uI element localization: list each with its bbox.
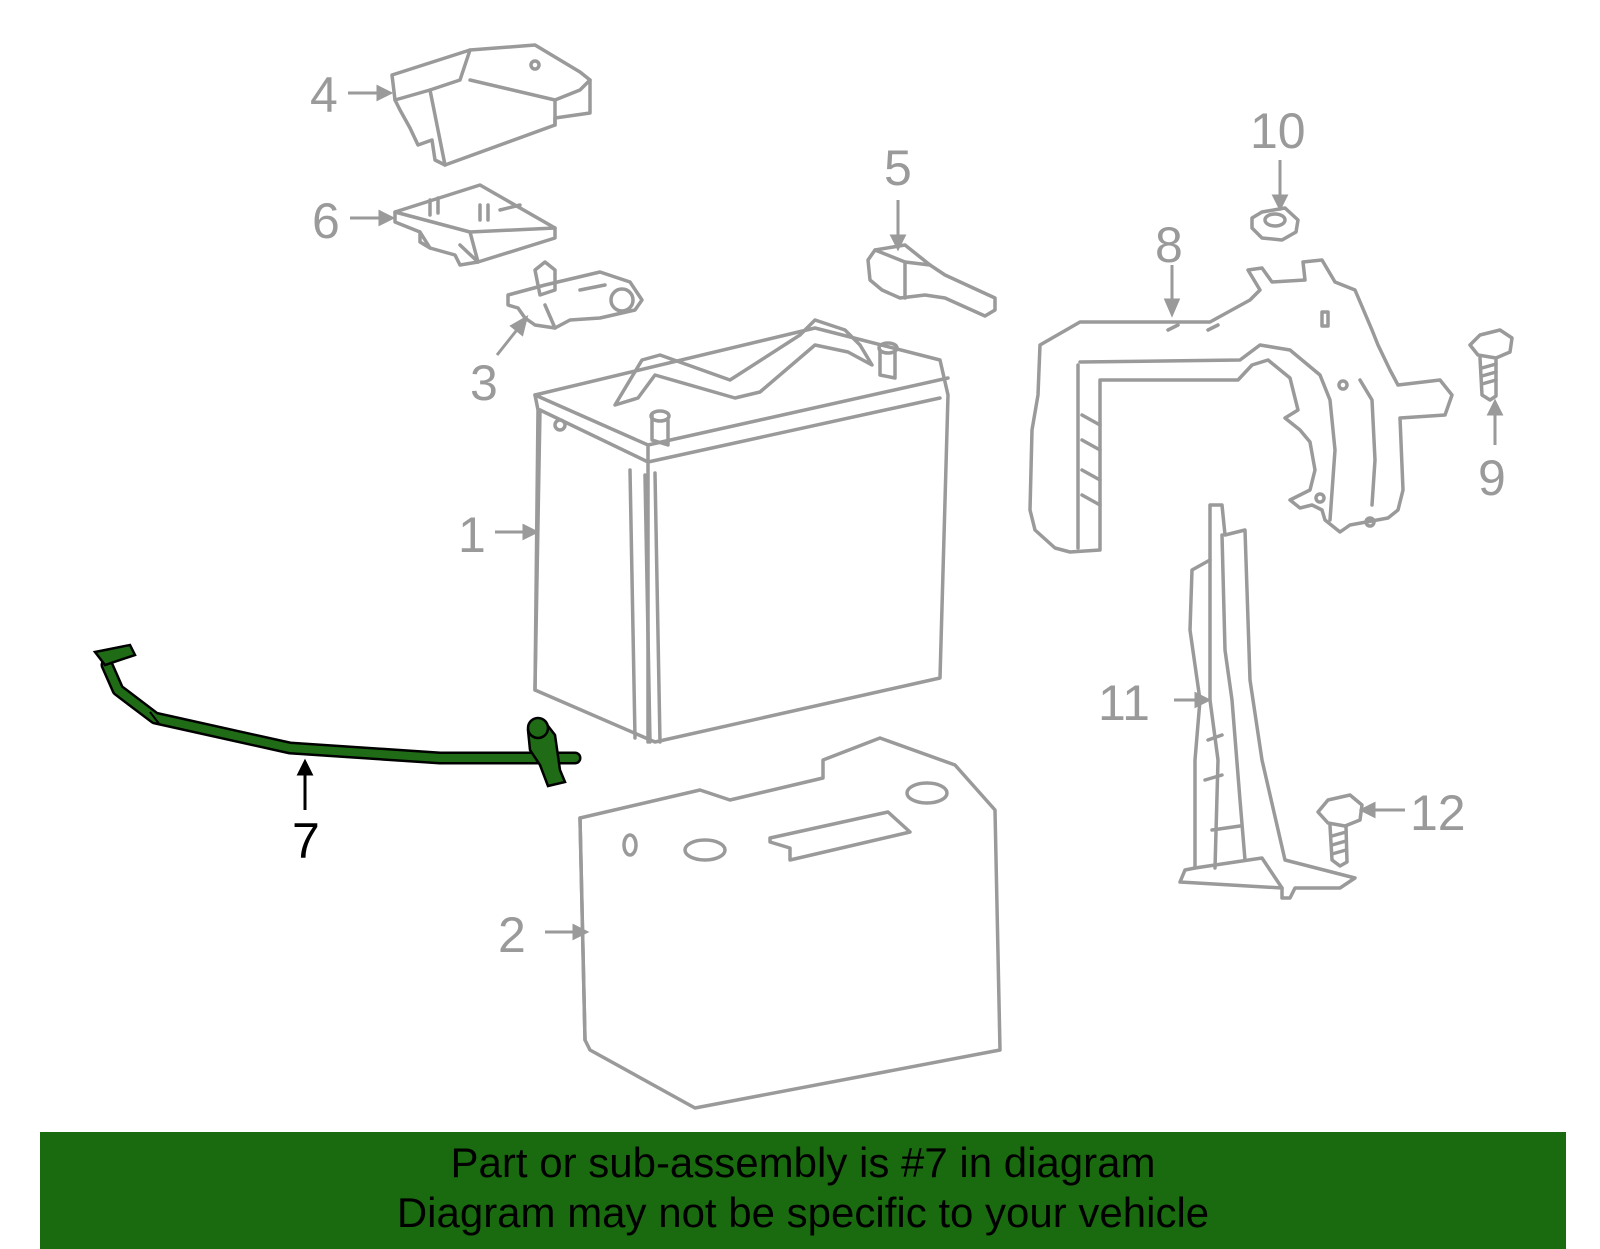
part-9-bolt[interactable] [1468, 328, 1514, 402]
part-1-battery[interactable] [533, 318, 950, 744]
callout-10: 10 [1250, 103, 1306, 159]
leader-lines [348, 84, 1504, 941]
part-5-terminal[interactable] [866, 243, 997, 318]
callout-11: 11 [1098, 675, 1150, 731]
banner-line-part: Part or sub-assembly is #7 in diagram [450, 1139, 1156, 1186]
callout-8: 8 [1155, 217, 1183, 273]
leader-line-7 [296, 758, 314, 810]
part-2-battery-tray[interactable] [578, 736, 1002, 1110]
callout-6: 6 [312, 193, 340, 249]
part-3-terminal-clamp[interactable] [506, 260, 644, 330]
callout-7: 7 [292, 813, 320, 869]
callout-9: 9 [1478, 450, 1506, 506]
info-banner: Part or sub-assembly is #7 in diagram Di… [40, 1132, 1566, 1249]
callout-5: 5 [884, 140, 912, 196]
part-10-nut[interactable] [1250, 206, 1300, 242]
callout-4: 4 [310, 67, 338, 123]
callout-2: 2 [498, 907, 526, 963]
part-8-hold-down-bracket[interactable] [1028, 258, 1454, 554]
part-4-terminal-cover[interactable] [390, 43, 592, 167]
part-7-battery-cable[interactable] [92, 643, 582, 788]
part-12-bolt[interactable] [1316, 793, 1364, 868]
part-11-support-bracket[interactable] [1178, 503, 1357, 900]
callout-12: 12 [1410, 785, 1466, 841]
callout-1: 1 [458, 507, 486, 563]
banner-line-disclaimer: Diagram may not be specific to your vehi… [396, 1189, 1210, 1236]
part-6-terminal-bracket[interactable] [393, 183, 557, 267]
callout-3: 3 [470, 355, 498, 411]
